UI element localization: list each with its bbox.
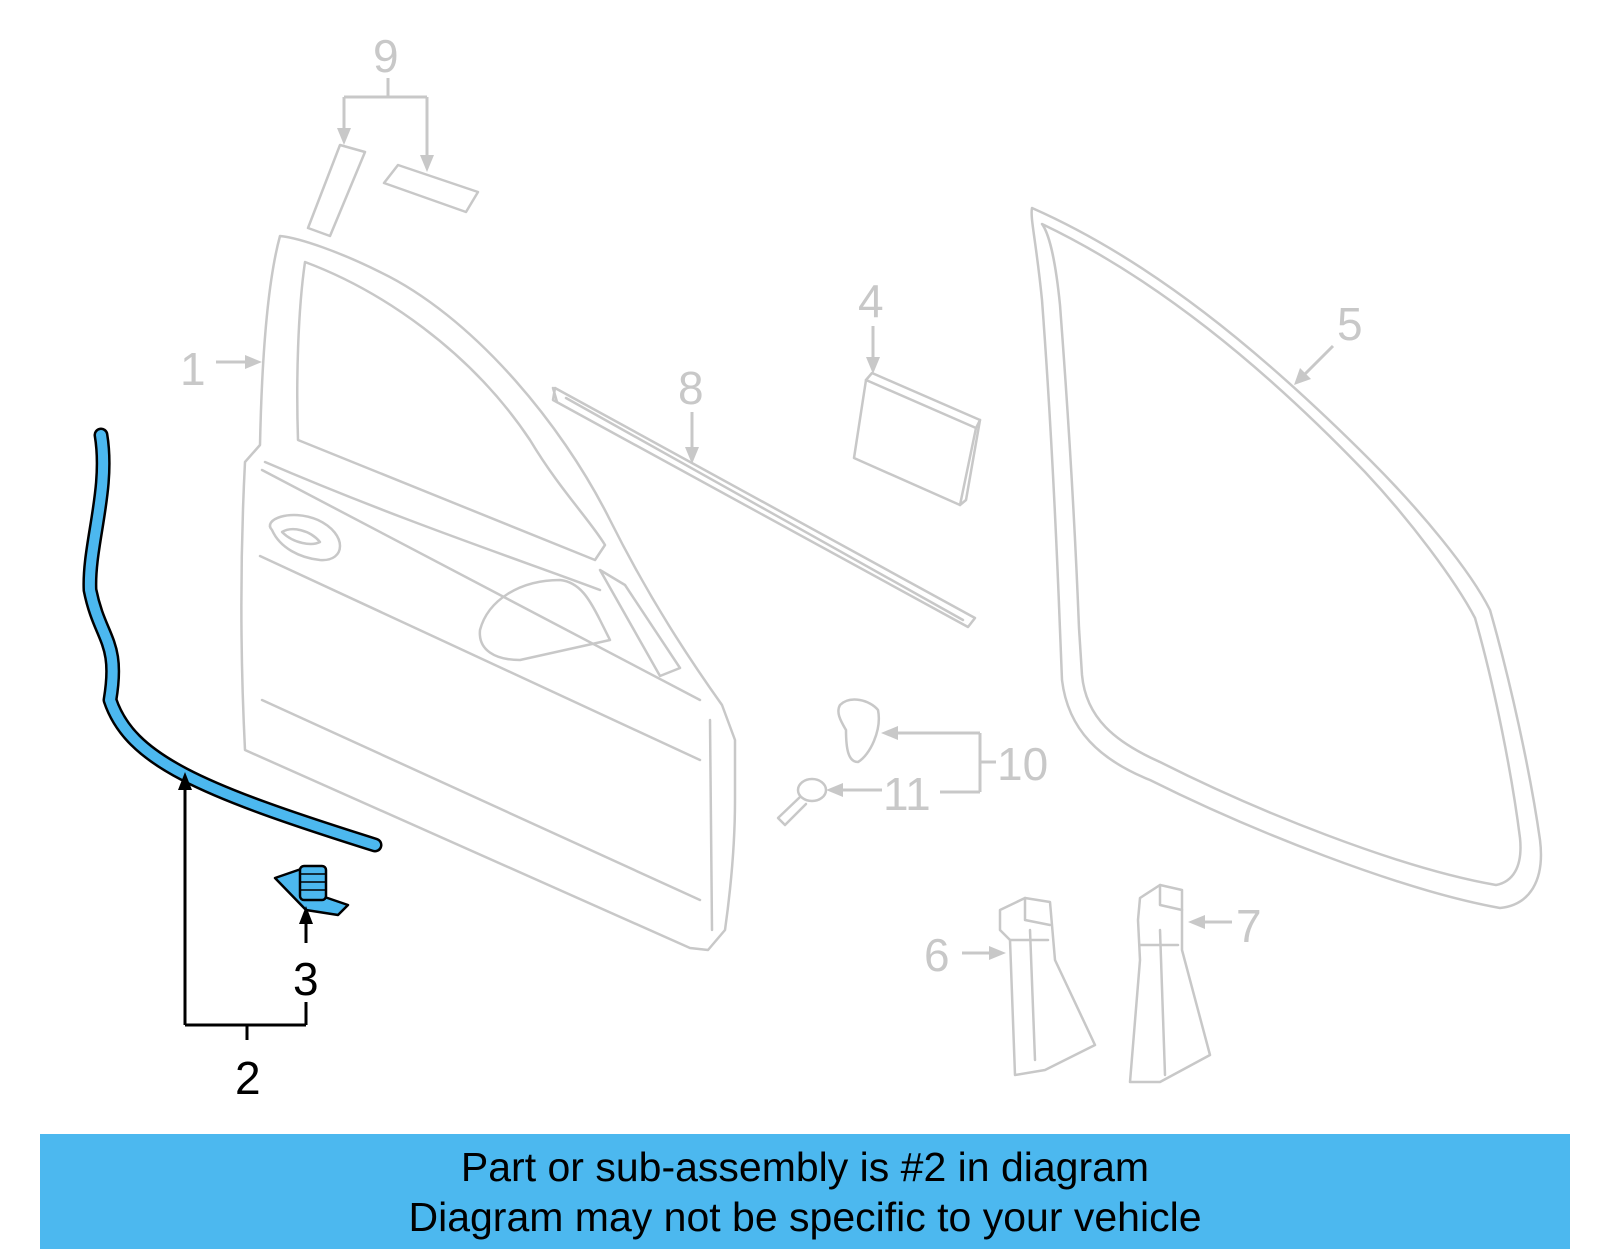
leader-5 (1294, 344, 1335, 385)
part-10-grommet (837, 698, 881, 764)
leader-4 (866, 326, 880, 374)
leader-6 (962, 946, 1006, 960)
part-9-trim-pieces (306, 143, 480, 238)
callout-3: 3 (293, 953, 319, 1005)
banner-line-1: Part or sub-assembly is #2 in diagram (460, 1144, 1150, 1190)
callout-1: 1 (180, 343, 206, 395)
callout-10: 10 (997, 738, 1048, 790)
leader-9 (337, 78, 434, 172)
part-3-clip-highlighted (273, 864, 350, 917)
callout-9: 9 (373, 30, 399, 82)
callout-4: 4 (858, 275, 884, 327)
part-1-front-door (240, 234, 737, 952)
leader-2-3 (178, 772, 313, 1040)
part-5-door-weatherstrip (1030, 206, 1543, 910)
callout-5: 5 (1337, 298, 1363, 350)
callout-11: 11 (883, 768, 931, 820)
part-7-bracket (1128, 883, 1212, 1084)
leader-1 (216, 355, 262, 369)
callout-7: 7 (1236, 900, 1262, 952)
part-4-pad (852, 371, 982, 507)
callout-6: 6 (924, 929, 950, 981)
leader-8 (685, 412, 699, 464)
leader-7 (1188, 915, 1232, 929)
callout-8: 8 (678, 362, 704, 414)
leader-10-11 (826, 726, 996, 797)
part-8-belt-molding (551, 386, 977, 629)
part-6-bracket (998, 896, 1097, 1077)
info-banner: Part or sub-assembly is #2 in diagram Di… (40, 1134, 1570, 1249)
callout-2: 2 (235, 1052, 261, 1104)
banner-line-2: Diagram may not be specific to your vehi… (408, 1194, 1202, 1240)
part-11-screw (776, 777, 828, 827)
part-2-door-seal-highlighted (82, 427, 383, 853)
